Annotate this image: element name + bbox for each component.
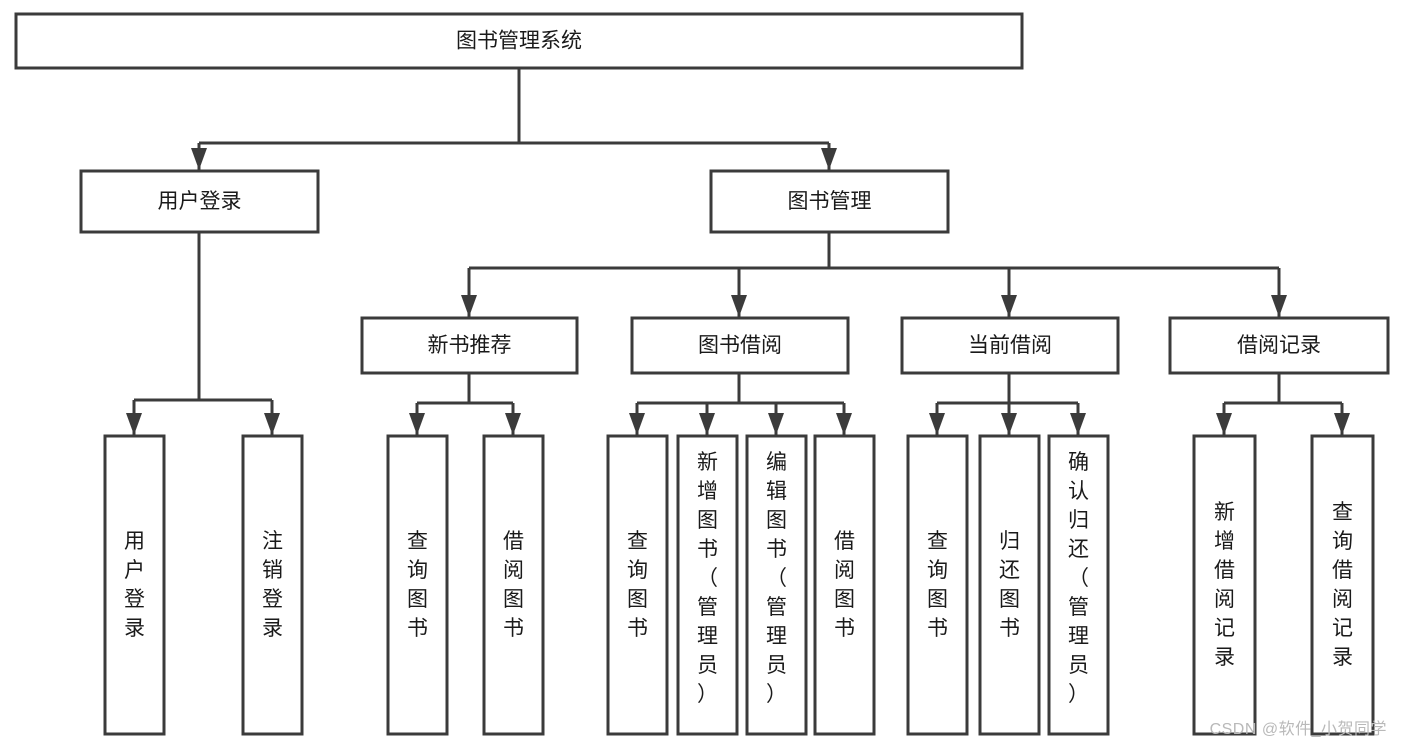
node-label: 用户登录: [158, 190, 242, 213]
node-label: 借阅记录: [1237, 334, 1321, 357]
node-box: [906, 434, 969, 736]
node-leaf-8[interactable]: 查询图书: [906, 434, 969, 736]
node-box: [1168, 316, 1390, 375]
node-box: [1192, 434, 1257, 736]
node-box: [900, 316, 1120, 375]
node-box: [360, 316, 579, 375]
node-level2-1[interactable]: 图书管理: [709, 169, 950, 234]
node-label: 用户登录: [124, 530, 145, 640]
node-box: [79, 169, 320, 234]
node-boxes-layer: 图书管理系统用户登录图书管理新书推荐图书借阅当前借阅借阅记录用户登录注销登录查询…: [14, 12, 1390, 736]
node-leaf-2[interactable]: 查询图书: [386, 434, 449, 736]
node-leaf-0[interactable]: 用户登录: [103, 434, 166, 736]
node-leaf-3[interactable]: 借阅图书: [482, 434, 545, 736]
node-leaf-5[interactable]: 新增图书（管理员）: [676, 434, 739, 736]
node-level3-3[interactable]: 借阅记录: [1168, 316, 1390, 375]
node-box: [482, 434, 545, 736]
node-root-0[interactable]: 图书管理系统: [14, 12, 1024, 70]
node-leaf-10[interactable]: 确认归还（管理员）: [1047, 434, 1110, 736]
node-box: [978, 434, 1041, 736]
node-leaf-12[interactable]: 查询借阅记录: [1310, 434, 1375, 736]
node-box: [813, 434, 876, 736]
connector-edges-layer: [126, 68, 1350, 435]
node-leaf-1[interactable]: 注销登录: [241, 434, 304, 736]
node-label: 图书借阅: [698, 334, 782, 357]
node-label: 编辑图书（管理员）: [766, 451, 787, 706]
node-level3-0[interactable]: 新书推荐: [360, 316, 579, 375]
node-level3-2[interactable]: 当前借阅: [900, 316, 1120, 375]
node-leaf-11[interactable]: 新增借阅记录: [1192, 434, 1257, 736]
node-box: [709, 169, 950, 234]
node-label: 查询图书: [627, 530, 648, 640]
node-box: [14, 12, 1024, 70]
node-label: 借阅图书: [834, 530, 855, 640]
node-label: 归还图书: [999, 530, 1020, 640]
node-label: 新增借阅记录: [1214, 501, 1235, 669]
csdn-watermark: CSDN @软件_小贺同学: [1209, 721, 1387, 738]
node-box: [241, 434, 304, 736]
node-label: 当前借阅: [968, 334, 1052, 357]
node-label: 查询借阅记录: [1332, 501, 1353, 669]
node-label: 新增图书（管理员）: [697, 451, 718, 706]
node-label: 新书推荐: [428, 334, 512, 357]
node-label: 图书管理: [788, 190, 872, 213]
node-box: [745, 434, 808, 736]
node-box: [103, 434, 166, 736]
node-box: [1047, 434, 1110, 736]
node-level3-1[interactable]: 图书借阅: [630, 316, 850, 375]
node-box: [630, 316, 850, 375]
node-label: 注销登录: [262, 530, 283, 640]
node-label: 图书管理系统: [456, 30, 582, 53]
node-leaf-9[interactable]: 归还图书: [978, 434, 1041, 736]
node-label: 查询图书: [927, 530, 948, 640]
node-box: [1310, 434, 1375, 736]
node-leaf-6[interactable]: 编辑图书（管理员）: [745, 434, 808, 736]
node-leaf-4[interactable]: 查询图书: [606, 434, 669, 736]
node-box: [606, 434, 669, 736]
node-label: 查询图书: [407, 530, 428, 640]
node-box: [386, 434, 449, 736]
node-label: 借阅图书: [503, 530, 524, 640]
node-box: [676, 434, 739, 736]
node-label: 确认归还（管理员）: [1068, 451, 1089, 706]
node-leaf-7[interactable]: 借阅图书: [813, 434, 876, 736]
node-level2-0[interactable]: 用户登录: [79, 169, 320, 234]
